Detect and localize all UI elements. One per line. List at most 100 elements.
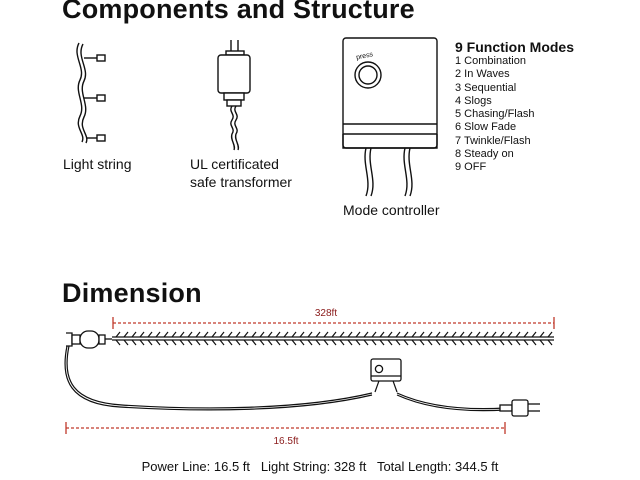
bulb-mark: [539, 331, 545, 338]
function-mode-item: 8 Steady on: [455, 148, 514, 161]
bulb-mark: [499, 339, 505, 346]
function-mode-item: 7 Twinkle/Flash: [455, 134, 531, 147]
bulb-mark: [531, 339, 537, 346]
bulb-mark: [459, 331, 465, 338]
controller-press-text: press: [356, 51, 375, 62]
bulb-mark: [443, 339, 449, 346]
bulb-mark: [139, 331, 145, 338]
dimension-controller-icon: [370, 358, 402, 382]
bulb-mark: [491, 331, 497, 338]
bulb-mark: [435, 331, 441, 338]
bulb-mark: [299, 331, 305, 338]
bulb-mark: [403, 339, 409, 346]
bulb-mark: [227, 339, 233, 346]
bulb-mark: [419, 331, 425, 338]
bulb-mark: [179, 339, 185, 346]
bulb-mark: [259, 339, 265, 346]
bulb-mark: [283, 339, 289, 346]
bulb-mark: [131, 331, 137, 338]
bulb-mark: [499, 331, 505, 338]
bulb-mark: [139, 339, 145, 346]
transformer-icon: [217, 40, 251, 151]
bulb-mark: [147, 331, 153, 338]
function-mode-item: 3 Sequential: [455, 81, 517, 94]
bulb-mark: [171, 339, 177, 346]
bulb-mark: [523, 339, 529, 346]
bulb-mark: [235, 331, 241, 338]
bulb-mark: [243, 339, 249, 346]
bulb-mark: [363, 331, 369, 338]
footer-summary: Power Line: 16.5 ft Light String: 328 ft…: [141, 459, 499, 474]
bulb-mark: [427, 331, 433, 338]
bulb-mark: [163, 339, 169, 346]
function-mode-item: 9 OFF: [455, 161, 487, 174]
bulb-mark: [155, 339, 161, 346]
bulb-mark: [315, 339, 321, 346]
bulb-mark: [403, 331, 409, 338]
left-connector: [66, 330, 112, 349]
bulb-mark: [347, 339, 353, 346]
bulb-mark: [155, 331, 161, 338]
transformer-label-line1: UL certificated: [190, 156, 279, 172]
bulb-mark: [507, 339, 513, 346]
bulb-mark: [387, 331, 393, 338]
bulb-mark: [259, 331, 265, 338]
bulb-mark: [227, 331, 233, 338]
bulb-mark: [427, 339, 433, 346]
bulb-mark: [467, 339, 473, 346]
bulb-mark: [363, 339, 369, 346]
bulb-mark: [123, 339, 129, 346]
bulb-mark: [275, 331, 281, 338]
bulb-mark: [395, 339, 401, 346]
plug-icon: [499, 399, 540, 417]
dimension-heading: Dimension: [62, 278, 202, 308]
bulb-mark: [243, 331, 249, 338]
bulb-mark: [475, 331, 481, 338]
bulb-mark: [411, 339, 417, 346]
bulb-mark: [339, 331, 345, 338]
bulb-mark: [203, 331, 209, 338]
bulb-mark: [523, 331, 529, 338]
bulb-mark: [515, 339, 521, 346]
bulb-mark: [475, 339, 481, 346]
bulb-mark: [315, 331, 321, 338]
bulb-mark: [371, 339, 377, 346]
bulb-mark: [379, 339, 385, 346]
bulb-mark: [251, 331, 257, 338]
bulb-mark: [355, 331, 361, 338]
mode-controller-icon: [342, 37, 438, 197]
light-string-run: [112, 331, 554, 346]
bulb-mark: [467, 331, 473, 338]
transformer-label-line2: safe transformer: [190, 174, 292, 190]
bulb-mark: [219, 339, 225, 346]
bulb-mark: [539, 339, 545, 346]
bulb-mark: [355, 339, 361, 346]
bulb-mark: [307, 331, 313, 338]
bulb-mark: [275, 339, 281, 346]
bulb-mark: [307, 339, 313, 346]
bulb-mark: [347, 331, 353, 338]
bulb-mark: [331, 331, 337, 338]
bulb-mark: [291, 339, 297, 346]
bulb-mark: [179, 331, 185, 338]
bulb-mark: [171, 331, 177, 338]
bulb-mark: [491, 339, 497, 346]
bulb-mark: [267, 339, 273, 346]
bulb-mark: [443, 331, 449, 338]
bulb-mark: [547, 331, 553, 338]
bulb-mark: [483, 339, 489, 346]
power-line: [64, 345, 506, 412]
bulb-mark: [387, 339, 393, 346]
bulb-mark: [339, 339, 345, 346]
bulb-mark: [371, 331, 377, 338]
bulb-mark: [235, 339, 241, 346]
bulb-mark: [419, 339, 425, 346]
bulb-mark: [195, 331, 201, 338]
light-string-dimension-line: [112, 317, 555, 329]
bulb-mark: [123, 331, 129, 338]
bulb-mark: [411, 331, 417, 338]
bulb-mark: [187, 339, 193, 346]
